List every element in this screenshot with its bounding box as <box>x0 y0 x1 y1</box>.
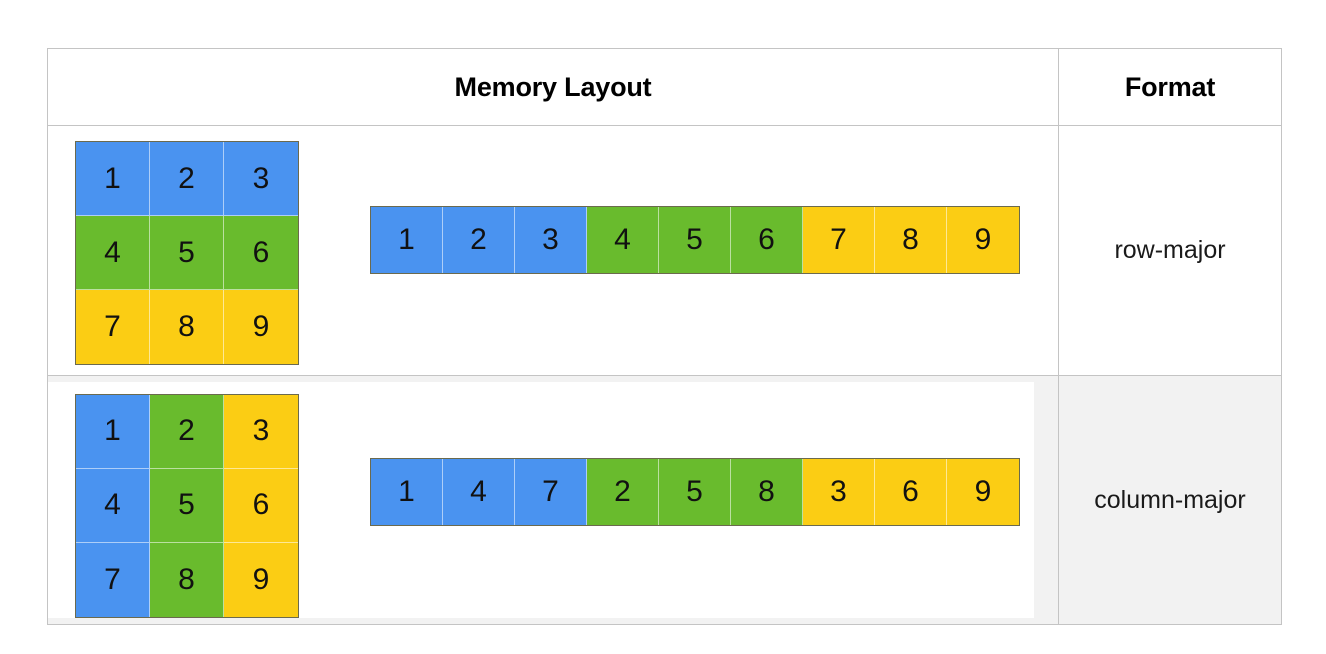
strip-cell-8: 9 <box>947 207 1019 273</box>
strip-cell-6: 7 <box>803 207 875 273</box>
strip-cell-1: 4 <box>443 458 515 525</box>
strip-cell-5: 6 <box>731 207 803 273</box>
strip-cell-7: 8 <box>875 207 947 273</box>
matrix-cell-6: 6 <box>224 468 298 543</box>
matrix-cell-6: 6 <box>224 216 298 290</box>
strip-cell-3: 2 <box>587 458 659 525</box>
matrix-cell-5: 5 <box>150 216 224 290</box>
format-label: column-major <box>1094 485 1246 514</box>
format-cell: row-major <box>1058 125 1282 376</box>
strip-cell-4: 5 <box>659 458 731 525</box>
strip-cell-1: 2 <box>443 207 515 273</box>
header-row: Memory Layout Format <box>47 48 1282 126</box>
table-header: Memory Layout Format <box>47 48 1282 126</box>
matrix-cell-8: 8 <box>150 290 224 364</box>
matrix-cell-1: 1 <box>76 142 150 216</box>
matrix-cell-4: 4 <box>76 216 150 290</box>
matrix-cell-2: 2 <box>150 394 224 469</box>
matrix-cell-5: 5 <box>150 468 224 543</box>
format-label: row-major <box>1114 236 1226 265</box>
strip-cell-4: 5 <box>659 207 731 273</box>
matrix-cell-9: 9 <box>224 290 298 364</box>
strip-cell-6: 3 <box>803 458 875 525</box>
matrix-cell-3: 3 <box>224 142 298 216</box>
strip-cell-0: 1 <box>371 207 443 273</box>
strip-cell-8: 9 <box>947 458 1019 525</box>
strip-cell-5: 8 <box>731 458 803 525</box>
strip-cell-7: 6 <box>875 458 947 525</box>
column-header-format: Format <box>1058 48 1282 126</box>
strip-cell-0: 1 <box>371 458 443 525</box>
strip-cell-2: 3 <box>515 207 587 273</box>
matrix-cell-7: 7 <box>76 290 150 364</box>
matrix-cell-9: 9 <box>224 542 298 617</box>
matrix-cell-8: 8 <box>150 542 224 617</box>
matrix-cell-4: 4 <box>76 468 150 543</box>
format-cell: column-major <box>1058 374 1282 625</box>
matrix-cell-3: 3 <box>224 394 298 469</box>
matrix-cell-2: 2 <box>150 142 224 216</box>
column-header-memory-layout: Memory Layout <box>47 48 1059 126</box>
matrix-cell-1: 1 <box>76 394 150 469</box>
matrix-cell-7: 7 <box>76 542 150 617</box>
strip-cell-2: 7 <box>515 458 587 525</box>
strip-cell-3: 4 <box>587 207 659 273</box>
